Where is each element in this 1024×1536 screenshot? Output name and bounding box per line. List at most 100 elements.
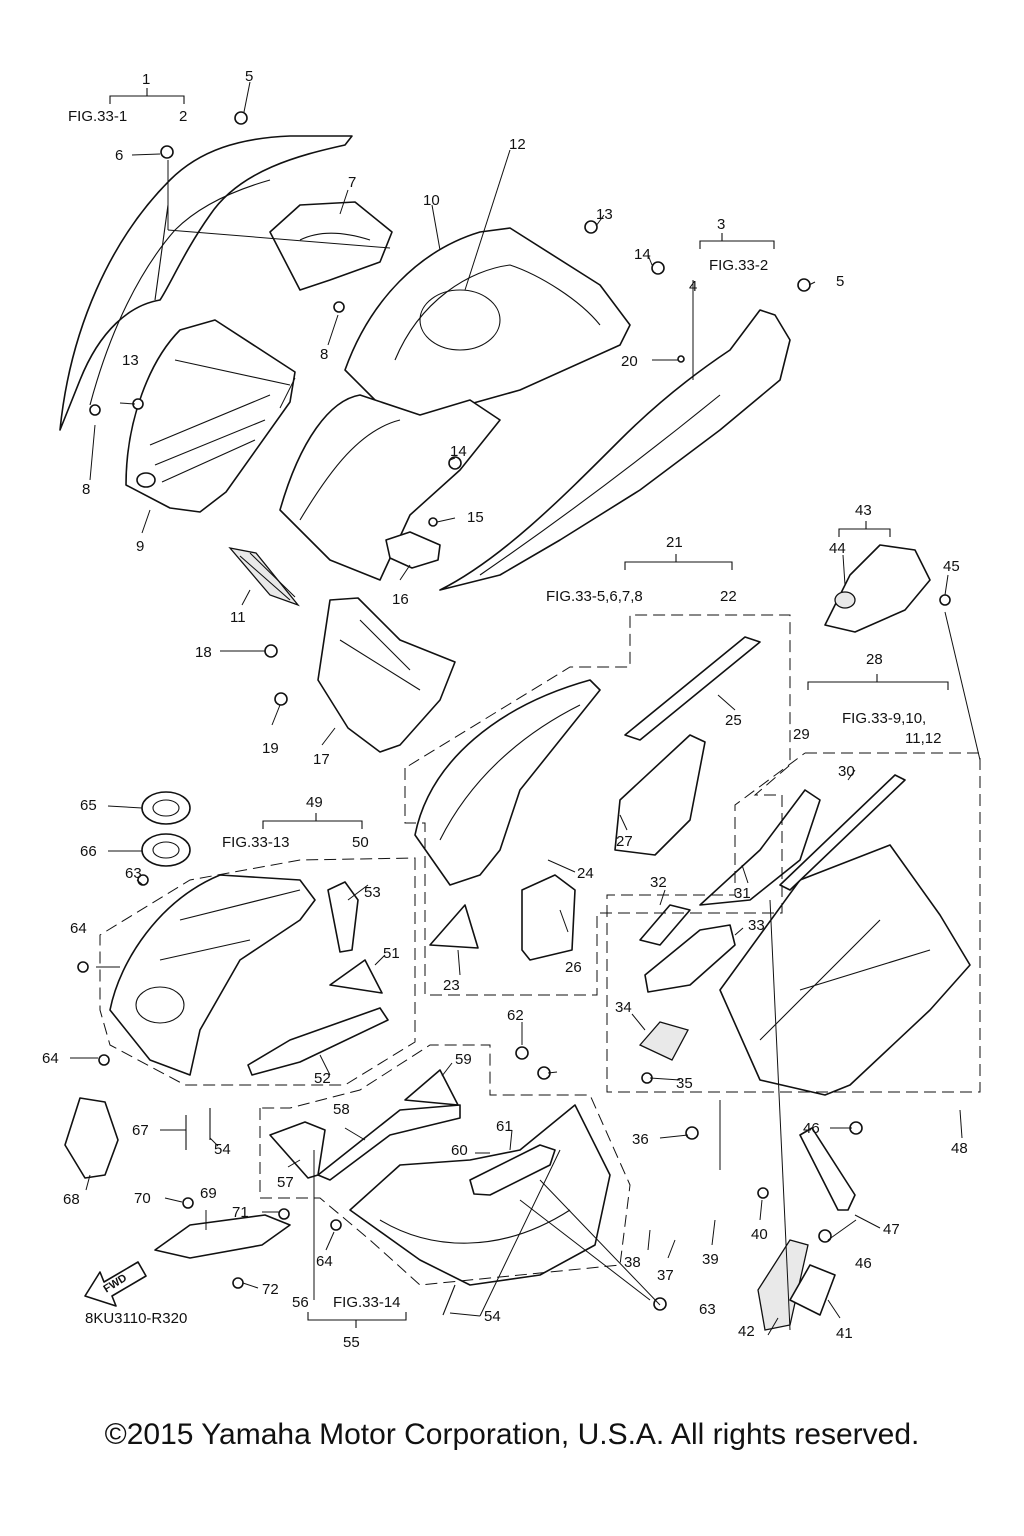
callout-1: 1: [142, 71, 150, 88]
callout-20: 20: [621, 353, 638, 370]
callout-71: 71: [232, 1204, 249, 1221]
callout-14: 14: [634, 246, 651, 263]
part-9-side-panel: [125, 319, 296, 513]
callout-54: 54: [484, 1308, 501, 1325]
callout-54: 54: [214, 1141, 231, 1158]
part-24-side: [414, 679, 601, 886]
callout-46: 46: [803, 1120, 820, 1137]
callout-63: 63: [699, 1301, 716, 1318]
callout-72: 72: [262, 1281, 279, 1298]
callout-69: 69: [200, 1185, 217, 1202]
callout-70: 70: [134, 1190, 151, 1207]
callout-5: 5: [836, 273, 844, 290]
part-66-ring: [141, 833, 191, 867]
callout-17: 17: [313, 751, 330, 768]
fig-ref-33-9-cont: 11,12: [905, 730, 941, 747]
group-outlines: [99, 614, 981, 1286]
parts-diagram: FWD: [42, 68, 981, 1351]
callout-5: 5: [245, 68, 253, 85]
callout-47: 47: [883, 1221, 900, 1238]
callout-36: 36: [632, 1131, 649, 1148]
part-26-pad: [521, 874, 576, 961]
callout-34: 34: [615, 999, 632, 1016]
part-34-mesh: [638, 1021, 689, 1061]
callout-29: 29: [793, 726, 810, 743]
callout-14: 14: [450, 443, 467, 460]
callout-64: 64: [316, 1253, 333, 1270]
callout-50: 50: [352, 834, 369, 851]
callout-2: 2: [179, 108, 187, 125]
part-4-side-cover: [439, 309, 791, 591]
part-68-cover: [64, 1097, 119, 1179]
part-32-tri: [639, 904, 691, 946]
fig-ref-33-9: FIG.33-9,10,: [842, 710, 926, 727]
fig-ref-33-13: FIG.33-13: [222, 834, 290, 851]
callout-49: 49: [306, 794, 323, 811]
fig-ref-33-2: FIG.33-2: [709, 257, 768, 274]
part-47-strap: [799, 1127, 856, 1211]
part-69-plate: [154, 1214, 291, 1259]
callout-65: 65: [80, 797, 97, 814]
leader-lines: [70, 81, 981, 1336]
callout-3: 3: [717, 216, 725, 233]
callout-8: 8: [82, 481, 90, 498]
callout-33: 33: [748, 917, 765, 934]
part-27-panel: [614, 734, 706, 856]
part-51-tri: [329, 959, 383, 994]
part-65-gasket: [141, 791, 191, 825]
copyright-notice: ©2015 Yamaha Motor Corporation, U.S.A. A…: [104, 1418, 920, 1451]
callout-35: 35: [676, 1075, 693, 1092]
part-61-bar: [469, 1144, 556, 1196]
callout-26: 26: [565, 959, 582, 976]
callouts: 1 2 3 4 5 5 6 7 8 8 9 10 11 12 13 13 14 …: [42, 68, 968, 1351]
callout-24: 24: [577, 865, 594, 882]
part-52-strip: [247, 1007, 389, 1076]
callout-11: 11: [230, 609, 246, 626]
callout-32: 32: [650, 874, 667, 891]
callout-56: 56: [292, 1294, 309, 1311]
callout-15: 15: [467, 509, 484, 526]
callout-63: 63: [125, 865, 142, 882]
callout-59: 59: [455, 1051, 472, 1068]
fig-ref-33-14: FIG.33-14: [333, 1294, 401, 1311]
callout-16: 16: [392, 591, 409, 608]
part-58-strip: [317, 1104, 461, 1181]
callout-68: 68: [63, 1191, 80, 1208]
part-16-bracket: [385, 531, 441, 569]
part-43-cover: [824, 544, 931, 633]
callout-18: 18: [195, 644, 212, 661]
callout-12: 12: [509, 136, 526, 153]
part-57-bracket: [269, 1121, 326, 1179]
callout-10: 10: [423, 192, 440, 209]
figure-references: FIG.33-1 FIG.33-2 FIG.33-5,6,7,8 FIG.33-…: [68, 108, 941, 1311]
part-hull-center-section: [279, 394, 501, 581]
fig-ref-33-1: FIG.33-1: [68, 108, 127, 125]
callout-41: 41: [836, 1325, 853, 1342]
part-11-mesh: [228, 547, 300, 607]
callout-58: 58: [333, 1101, 350, 1118]
callout-4: 4: [689, 278, 697, 295]
callout-6: 6: [115, 147, 123, 164]
part-59-tri: [404, 1069, 459, 1106]
callout-7: 7: [348, 174, 356, 191]
callout-64: 64: [42, 1050, 59, 1067]
callout-37: 37: [657, 1267, 674, 1284]
part-41-plate: [789, 1264, 836, 1316]
callout-39: 39: [702, 1251, 719, 1268]
part-33-panel: [644, 924, 736, 993]
part-50-hull-left: [109, 874, 316, 1076]
part-23-tri: [429, 904, 479, 949]
callout-52: 52: [314, 1070, 331, 1087]
fig-ref-33-5: FIG.33-5,6,7,8: [546, 588, 643, 605]
callout-53: 53: [364, 884, 381, 901]
callout-13: 13: [122, 352, 139, 369]
callout-13: 13: [596, 206, 613, 223]
callout-22: 22: [720, 588, 737, 605]
callout-55: 55: [343, 1334, 360, 1351]
callout-43: 43: [855, 502, 872, 519]
part-17-frame: [317, 597, 456, 753]
part-30-strip: [779, 774, 906, 891]
callout-51: 51: [383, 945, 400, 962]
callout-38: 38: [624, 1254, 641, 1271]
callout-19: 19: [262, 740, 279, 757]
